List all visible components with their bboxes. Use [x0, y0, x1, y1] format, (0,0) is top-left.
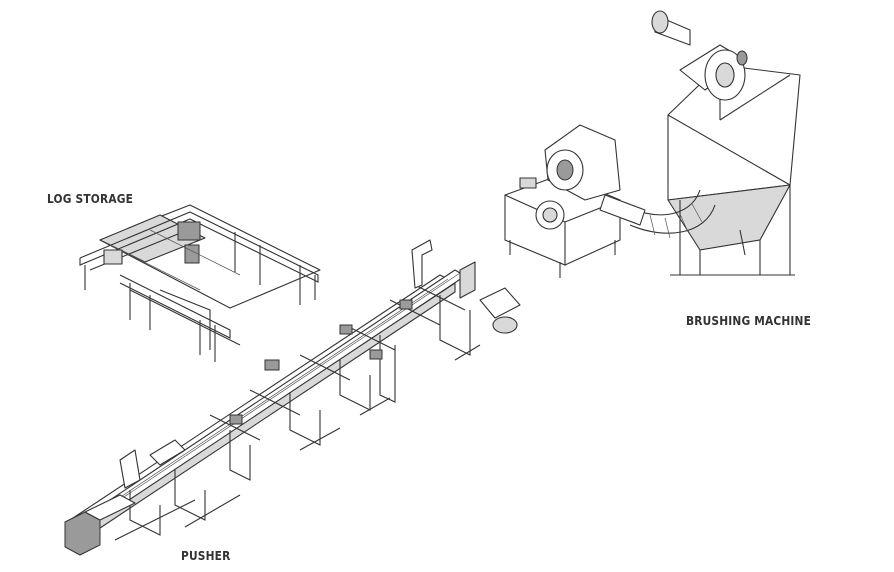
log-storage-unit [79, 204, 321, 362]
log-storage-label: LOG STORAGE [47, 191, 134, 206]
brushing-machine-label: BRUSHING MACHINE [686, 313, 812, 328]
pusher-head [64, 439, 186, 556]
pusher-label: PUSHER [181, 548, 231, 563]
pusher-clamps [229, 299, 413, 425]
pusher-conveyor [64, 239, 521, 556]
brushing-machine [504, 10, 801, 278]
